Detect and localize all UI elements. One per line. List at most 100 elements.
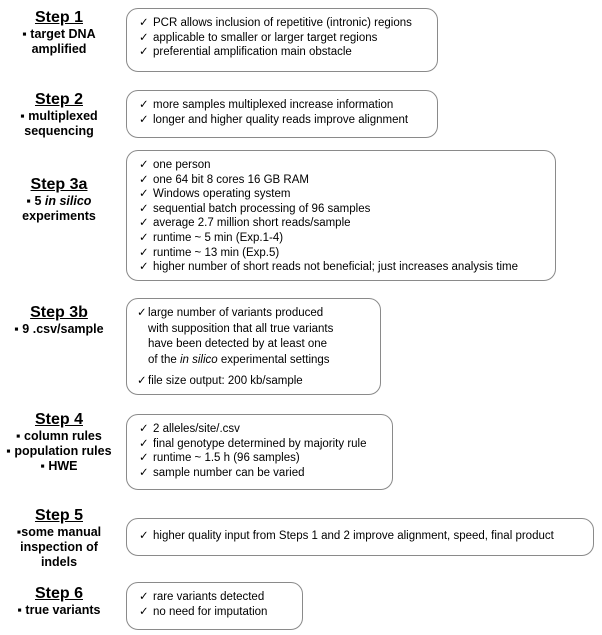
check-icon: ✓ [139, 217, 149, 230]
bullet-text: 2 alleles/site/.csv [153, 423, 240, 435]
bullet-item: ✓ applicable to smaller or larger target … [139, 31, 427, 46]
step-sub-4-line-1: ▪ column rules [16, 429, 102, 443]
in-silico-italic: in silico [179, 353, 218, 366]
bullet-text: runtime ~ 13 min (Exp.5) [153, 246, 280, 259]
step-sub-5-line-1: ▪some manual [16, 525, 102, 539]
bullet-text: one person [153, 159, 211, 171]
bullet-item: ✓ final genotype determined by majority r… [139, 437, 382, 452]
check-icon: ✓ [139, 530, 149, 542]
bullet-text: longer and higher quality reads improve … [153, 113, 409, 126]
step-label-2: Step 2 ▪ multiplexed sequencing [0, 92, 118, 139]
bullet-item: ✓average 2.7 million short reads/sample [139, 216, 545, 231]
bullet-item: ✓runtime ~ 5 min (Exp.1-4) [139, 231, 545, 246]
bullet-text-cont: have been detected by at least one [148, 338, 328, 350]
step-sub-2-line-2: sequencing [24, 124, 94, 138]
check-icon: ✓ [137, 375, 147, 387]
bullet-text: file size output: 200 kb/sample [148, 375, 303, 387]
step-label-4: Step 4 ▪ column rules ▪ population rules… [0, 412, 118, 474]
step-title-5: Step 5 [34, 507, 83, 524]
check-icon: ✓ [139, 46, 149, 59]
bullet-item: ✓ one person [139, 158, 545, 173]
step-title-4: Step 4 [34, 411, 83, 428]
check-icon: ✓ [139, 605, 149, 618]
bullet-item: ✓ longer and higher quality reads improve… [139, 113, 427, 128]
step-title-3a: Step 3a [30, 176, 88, 193]
bullet-text: higher quality input from Steps 1 and 2 … [153, 530, 554, 542]
line4-post: experimental settings [217, 353, 330, 366]
step-sub-1-line-2: amplified [31, 42, 87, 56]
bullet-text: runtime ~ 1.5 h (96 samples) [153, 452, 300, 465]
check-icon: ✓ [139, 591, 149, 603]
step-box-1: ✓ PCR allows inclusion of repetitive (int… [126, 8, 438, 72]
step-box-3b: ✓large number of variants produced with … [126, 298, 381, 395]
step-box-2: ✓ more samples multiplexed increase infor… [126, 90, 438, 138]
bullet-text-cont: with supposition that all true variants [148, 322, 334, 335]
step-sub-3b-line-1: ▪ 9 .csv/sample [14, 322, 104, 336]
step-sub-4-line-2: ▪ population rules [6, 444, 112, 458]
bullet-item: ✓ rare variants detected [139, 590, 292, 605]
check-icon: ✓ [139, 173, 149, 186]
bullet-item: ✓file size output: 200 kb/sample [137, 374, 370, 390]
bullet-text: final genotype determined by majority ru… [153, 437, 367, 450]
check-icon: ✓ [139, 99, 149, 111]
check-icon: ✓ [139, 466, 149, 479]
step-box-6: ✓ rare variants detected ✓ no need for imp… [126, 582, 303, 630]
step-title-3b: Step 3b [30, 304, 88, 321]
step-label-5: Step 5 ▪some manual inspection of indels [0, 508, 118, 570]
bullet-text: rare variants detected [153, 591, 265, 603]
step-box-5: ✓ higher quality input from Steps 1 and 2… [126, 518, 594, 556]
step-sub-2-line-1: ▪ multiplexed [20, 109, 98, 123]
step-sub-6-line-1: ▪ true variants [17, 603, 101, 617]
step-label-3b: Step 3b ▪ 9 .csv/sample [0, 305, 118, 337]
check-icon: ✓ [139, 188, 149, 201]
line4-pre: of the [148, 353, 180, 366]
bullet-item: ✓ 2 alleles/site/.csv [139, 422, 382, 437]
bullet-text: one 64 bit 8 cores 16 GB RAM [153, 173, 309, 186]
bullet-item: ✓ Windows operating system [139, 187, 545, 202]
bullet-item: ✓ sample number can be varied [139, 466, 382, 481]
step-label-6: Step 6 ▪ true variants [0, 586, 118, 618]
step-sub-5-line-3: indels [40, 555, 78, 569]
check-icon: ✓ [139, 113, 149, 126]
bullet-item: ✓preferential amplification main obstacl… [139, 45, 427, 60]
step-sub-3a-line-2: experiments [22, 209, 96, 223]
step-title-1: Step 1 [34, 9, 83, 26]
check-icon: ✓ [139, 437, 149, 450]
bullet-item: ✓ one 64 bit 8 cores 16 GB RAM [139, 173, 545, 188]
check-icon: ✓ [139, 452, 149, 465]
bullet-text: runtime ~ 5 min (Exp.1-4) [153, 231, 284, 244]
bullet-text: higher number of short reads not benefic… [153, 261, 518, 274]
bullet-text-cont: of the in silico experimental settings [137, 353, 370, 369]
bullet-item: ✓higher number of short reads not benefi… [139, 260, 545, 275]
step-sub-1-line-1: ▪ target DNA [22, 27, 96, 41]
check-icon: ✓ [139, 423, 149, 435]
step-sub-3a-line-1: ▪ 5 in silico [26, 194, 92, 208]
check-icon: ✓ [139, 202, 149, 215]
bullet-item: ✓ runtime ~ 13 min (Exp.5) [139, 246, 545, 261]
check-icon: ✓ [139, 246, 149, 259]
bullet-text: sample number can be varied [153, 466, 305, 479]
bullet-text: PCR allows inclusion of repetitive (intr… [153, 17, 412, 29]
bullet-text: more samples multiplexed increase inform… [153, 99, 394, 111]
in-silico-italic: in silico [44, 194, 92, 208]
check-icon: ✓ [137, 307, 147, 319]
check-icon: ✓ [139, 159, 149, 171]
bullet-text: large number of variants produced [148, 307, 324, 319]
bullet-item: ✓ PCR allows inclusion of repetitive (int… [139, 16, 427, 31]
check-icon: ✓ [139, 31, 149, 44]
bullet-item: ✓ no need for imputation [139, 605, 292, 620]
step-sub-5-line-2: inspection of [20, 540, 98, 554]
bullet-item: ✓ more samples multiplexed increase infor… [139, 98, 427, 113]
bullet-text: sequential batch processing of 96 sample… [153, 202, 371, 215]
step-box-4: ✓ 2 alleles/site/.csv ✓ final genotype det… [126, 414, 393, 490]
step-sub-4-line-3: ▪ HWE [40, 459, 78, 473]
check-icon: ✓ [139, 17, 149, 29]
step-label-3a: Step 3a ▪ 5 in silico experiments [0, 177, 118, 224]
bullet-text: Windows operating system [153, 188, 291, 201]
bullet-item: ✓ higher quality input from Steps 1 and 2… [139, 529, 583, 544]
bullet-text: applicable to smaller or larger target r… [153, 31, 378, 44]
bullet-item-paragraph: ✓large number of variants produced with … [137, 306, 370, 368]
bullet-text: no need for imputation [153, 605, 268, 618]
bullet-item: ✓ sequential batch processing of 96 sampl… [139, 202, 545, 217]
